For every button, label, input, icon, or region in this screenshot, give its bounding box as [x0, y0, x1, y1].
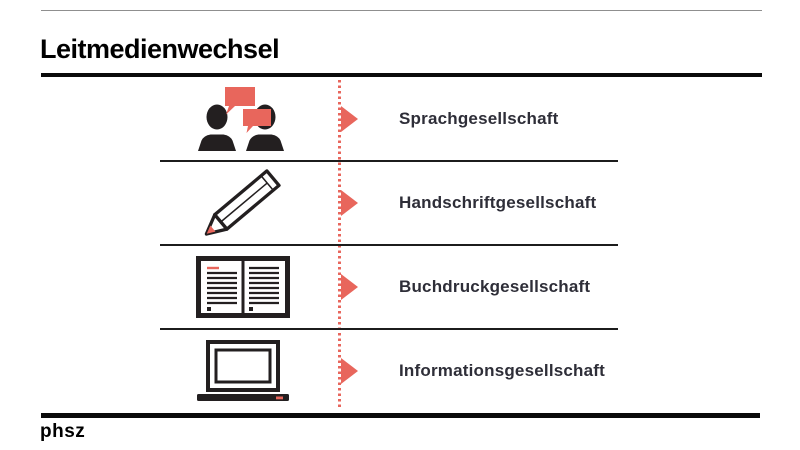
diagram-row-handschriftgesellschaft: Handschriftgesellschaft	[41, 161, 762, 246]
top-thin-rule	[41, 10, 762, 11]
row-separator	[160, 244, 618, 246]
arrow-right-icon	[341, 274, 358, 300]
pencil-icon	[153, 161, 333, 245]
footer-logo: phsz	[40, 421, 86, 442]
row-separator	[160, 328, 618, 330]
title-underline-bar	[41, 73, 762, 77]
arrow-right-icon	[341, 190, 358, 216]
arrow-right-icon	[341, 106, 358, 132]
arrow-right-icon	[341, 358, 358, 384]
row-separator	[160, 160, 618, 162]
diagram-row-buchdruckgesellschaft: Buchdruckgesellschaft	[41, 245, 762, 330]
row-label: Informationsgesellschaft	[399, 361, 606, 380]
row-label: Buchdruckgesellschaft	[399, 277, 591, 296]
conversation-icon	[153, 77, 333, 161]
diagram-row-informationsgesellschaft: Informationsgesellschaft	[41, 329, 762, 413]
open-book-icon	[153, 245, 333, 329]
row-label: Handschriftgesellschaft	[399, 193, 597, 212]
laptop-icon	[153, 329, 333, 413]
footer-bar	[41, 413, 760, 418]
leitmedien-diagram: Sprachgesellschaft Handschriftgesellscha…	[41, 77, 762, 413]
row-label: Sprachgesellschaft	[399, 109, 559, 128]
diagram-row-sprachgesellschaft: Sprachgesellschaft	[41, 77, 762, 162]
page-title: Leitmedienwechsel	[40, 34, 280, 65]
